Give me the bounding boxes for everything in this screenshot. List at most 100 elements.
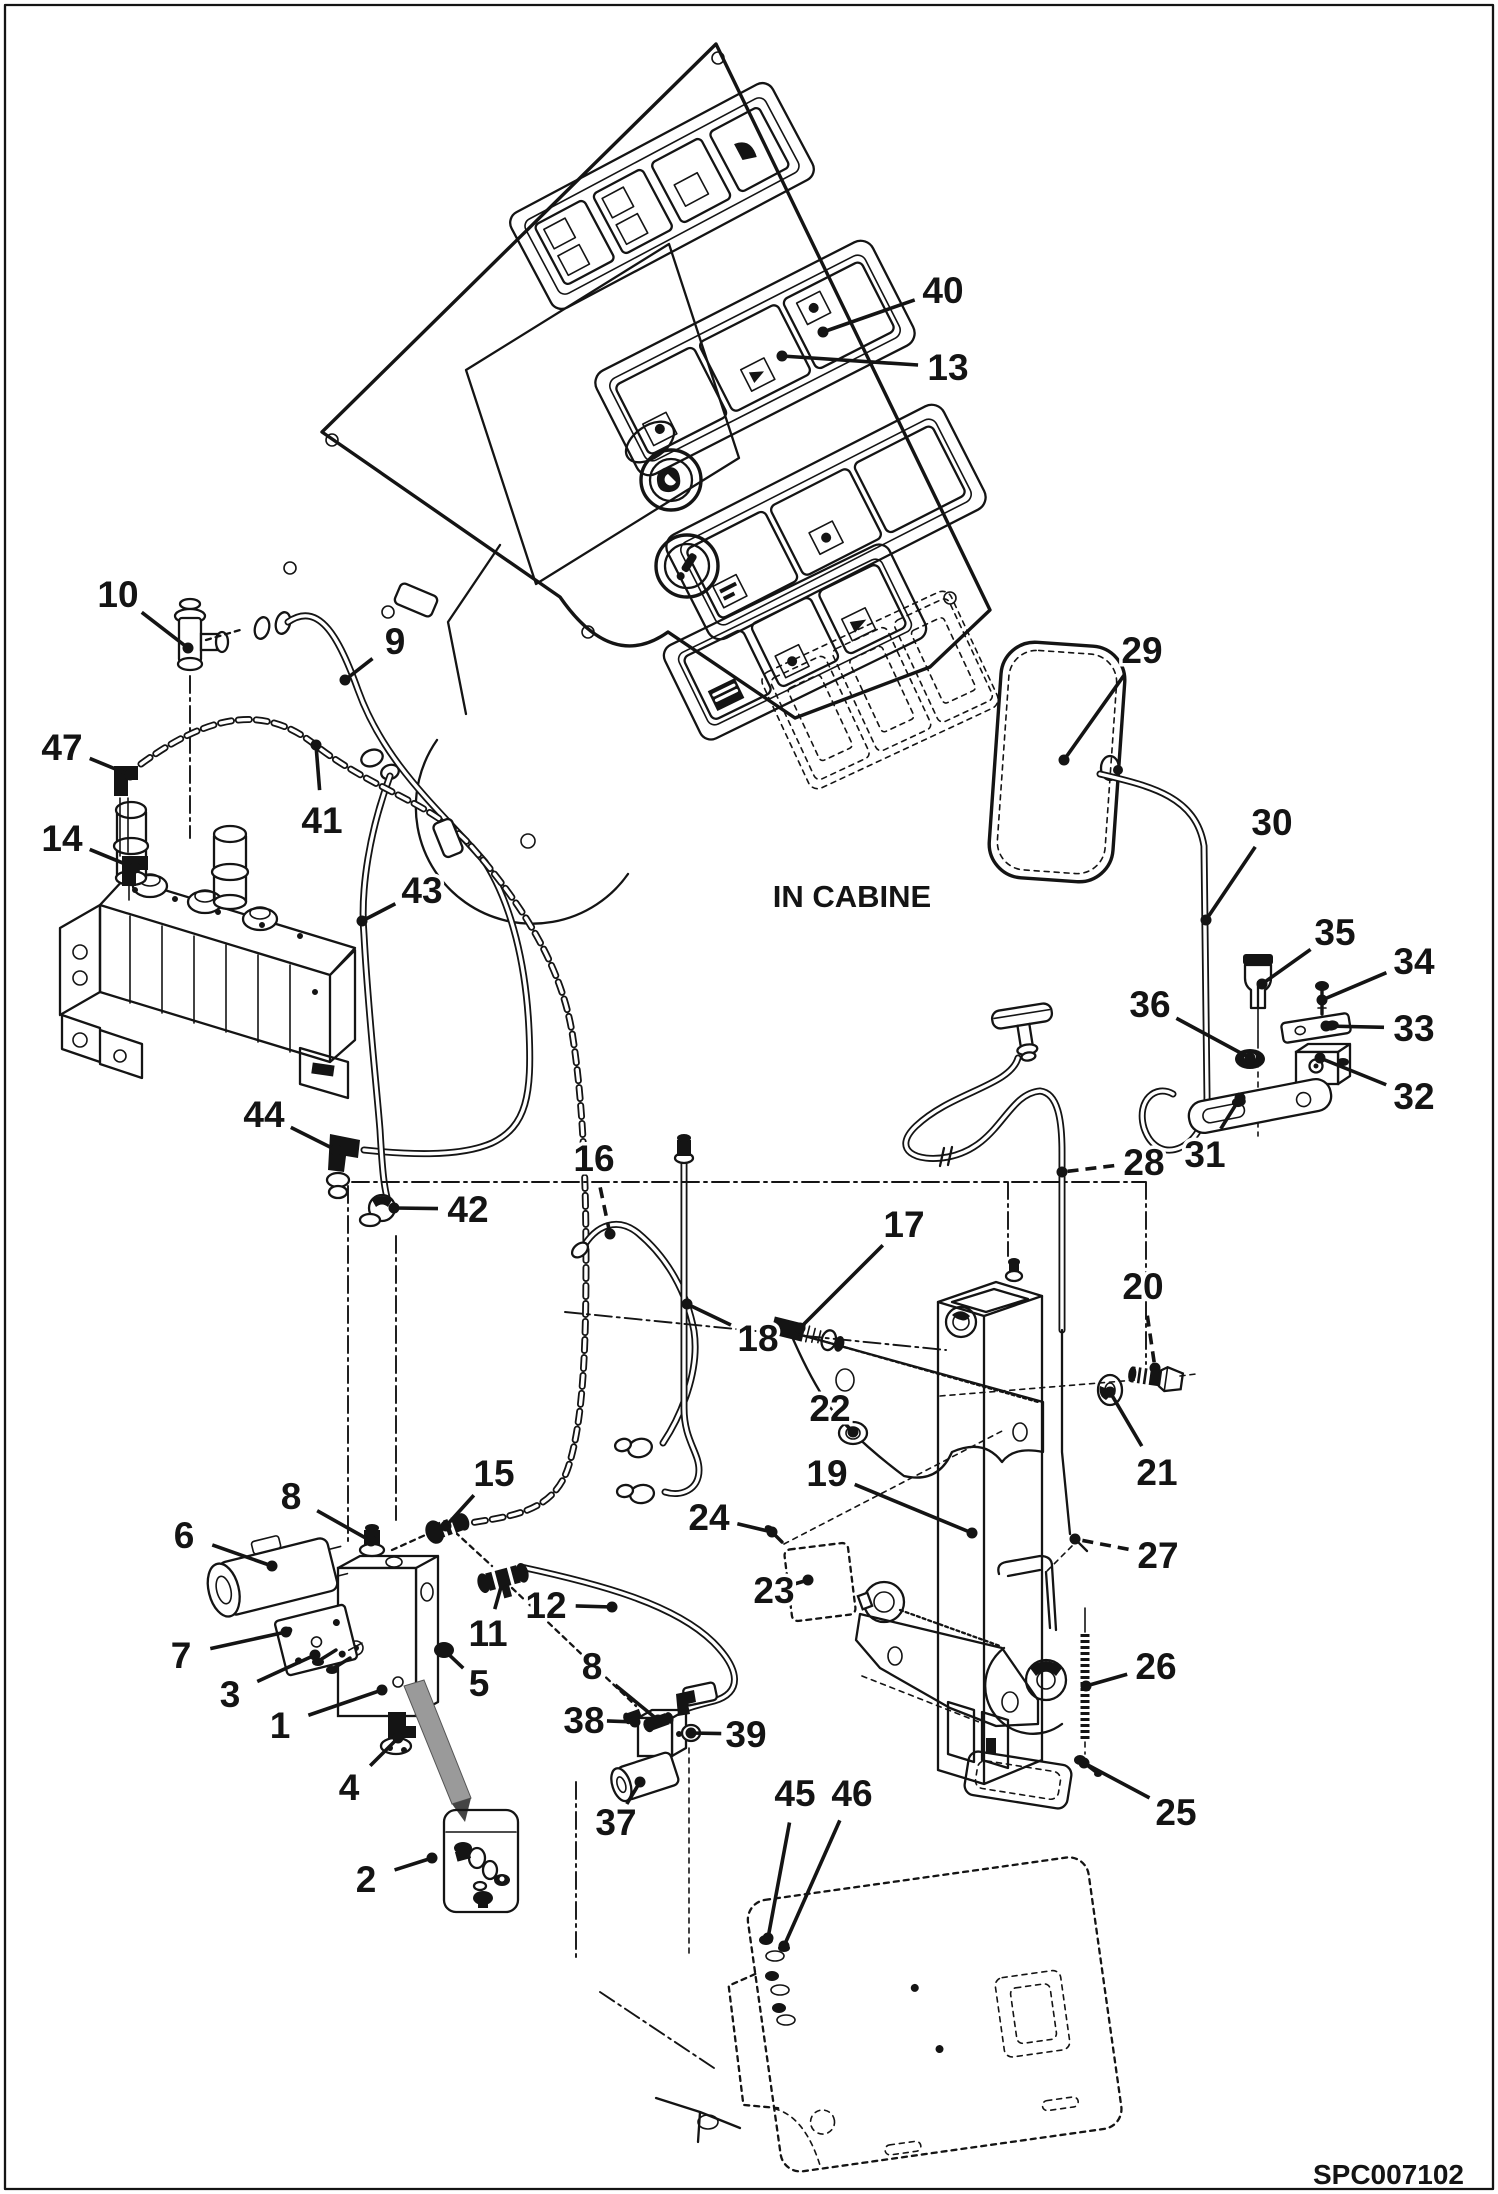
callout-label-30: 30 (1251, 802, 1292, 843)
callout-label-44: 44 (243, 1094, 285, 1135)
callout-leader-41 (314, 744, 322, 791)
callout-label-32: 32 (1393, 1076, 1434, 1117)
callout-leader-36 (1175, 1016, 1251, 1060)
callout-dot-6 (266, 1560, 278, 1572)
callout-dot-37 (634, 1776, 646, 1788)
hose9-dash-link (204, 628, 242, 642)
callout-label-8a: 8 (281, 1476, 302, 1517)
callout-label-6: 6 (174, 1515, 195, 1556)
release-cable (902, 1002, 1072, 1536)
bottom-mount-plate (654, 1856, 1123, 2173)
callout-label-5: 5 (469, 1663, 490, 1704)
plate-screws (759, 1935, 796, 2026)
callout-leader-40 (822, 298, 916, 334)
callout-label-10: 10 (97, 574, 138, 615)
panel-display-window (464, 242, 741, 586)
callout-leader-4 (368, 1736, 400, 1768)
callout-dot-7 (280, 1626, 292, 1638)
hose-sleeve (393, 582, 439, 618)
callout-dot-17 (794, 1322, 806, 1334)
callout-dot-26 (1080, 1680, 1092, 1692)
latch-feet (946, 1700, 1010, 1770)
callout-dot-12 (606, 1601, 618, 1613)
callout-layer: 1234567889101112131415161718192021222324… (38, 267, 1438, 1952)
tee-fitting-10 (173, 597, 230, 672)
callout-label-46: 46 (831, 1773, 872, 1814)
hose43-fitting (360, 748, 384, 768)
screw-27 (1043, 1534, 1089, 1575)
upper-bracket (788, 1330, 1045, 1479)
callout-dot-39 (685, 1727, 697, 1739)
callout-label-16: 16 (573, 1138, 614, 1179)
callout-leader-34 (1321, 971, 1388, 1002)
callout-dot-22 (847, 1426, 859, 1438)
latch-roller (984, 1646, 1068, 1735)
callout-dot-23 (802, 1574, 814, 1586)
callout-label-41: 41 (301, 800, 342, 841)
latch-plate (854, 1612, 1040, 1728)
callout-dot-27 (1069, 1533, 1081, 1545)
callout-label-22: 22 (809, 1388, 850, 1429)
callout-dot-47 (124, 769, 136, 781)
callout-label-27: 27 (1137, 1535, 1178, 1576)
callout-leader-47 (89, 756, 131, 777)
callout-label-26: 26 (1135, 1646, 1176, 1687)
callout-label-45: 45 (774, 1773, 815, 1814)
callout-dot-14 (129, 862, 141, 874)
callout-label-29: 29 (1121, 630, 1162, 671)
callout-dot-20 (1149, 1362, 1161, 1374)
cable-28 (902, 1054, 1066, 1334)
centerlines (347, 1181, 1147, 2069)
callout-leader-3 (256, 1653, 316, 1684)
callout-label-12: 12 (525, 1585, 566, 1626)
callout-leader-8b (614, 1683, 660, 1722)
tube-16 (578, 1220, 699, 1447)
switch-bank-blank-dashed (761, 590, 999, 790)
callout-dot-10 (182, 642, 194, 654)
callout-dot-41 (310, 739, 322, 751)
callout-dot-29 (1058, 754, 1070, 766)
callout-leader-19 (854, 1482, 973, 1535)
block-32 (1294, 1042, 1352, 1086)
hose-sleeve (432, 817, 464, 859)
callout-label-40: 40 (922, 270, 963, 311)
callout-label-35: 35 (1314, 912, 1355, 953)
callout-leader-14 (89, 847, 136, 870)
parts-bag-2 (442, 1808, 520, 1914)
callout-label-34: 34 (1393, 941, 1435, 982)
callout-leader-45 (766, 1822, 792, 1939)
callout-dot-5 (438, 1644, 450, 1656)
valve37-elbow (676, 1690, 696, 1716)
callout-dot-3 (309, 1649, 321, 1661)
latch-foot-pad (963, 1750, 1073, 1810)
elbow-fitting-44 (325, 1134, 360, 1200)
callout-leader-18 (686, 1302, 732, 1327)
switch-bank-3 (665, 403, 987, 641)
callout-leader-21 (1108, 1391, 1144, 1448)
valve-mount-tabs (60, 1013, 144, 1080)
callout-dot-24 (766, 1526, 778, 1538)
callout-leader-31 (1219, 1097, 1242, 1130)
post-19 (936, 1294, 1044, 1786)
callout-dot-44 (330, 1144, 342, 1156)
callout-label-4: 4 (339, 1767, 360, 1808)
drawing-code: SPC007102 (1313, 2159, 1464, 2190)
screw24-axis (783, 1429, 1005, 1545)
callout-label-37: 37 (595, 1802, 636, 1843)
callout-label-1: 1 (270, 1705, 291, 1746)
callout-label-42: 42 (447, 1189, 488, 1230)
callout-label-28: 28 (1123, 1142, 1164, 1183)
plate-23 (783, 1541, 857, 1623)
screws-3 (312, 1642, 363, 1674)
callout-leader-10 (140, 610, 190, 650)
callout-label-15: 15 (473, 1453, 514, 1494)
hoses (137, 582, 845, 1713)
callout-leader-1 (307, 1688, 383, 1717)
callout-leader-27 (1074, 1537, 1129, 1552)
callout-leader-25 (1083, 1761, 1151, 1800)
corner-bracket (654, 2096, 742, 2144)
callout-leader-16 (598, 1186, 612, 1235)
callout-leader-12 (575, 1604, 613, 1609)
in-cabine-label: IN CABINE (773, 879, 931, 914)
